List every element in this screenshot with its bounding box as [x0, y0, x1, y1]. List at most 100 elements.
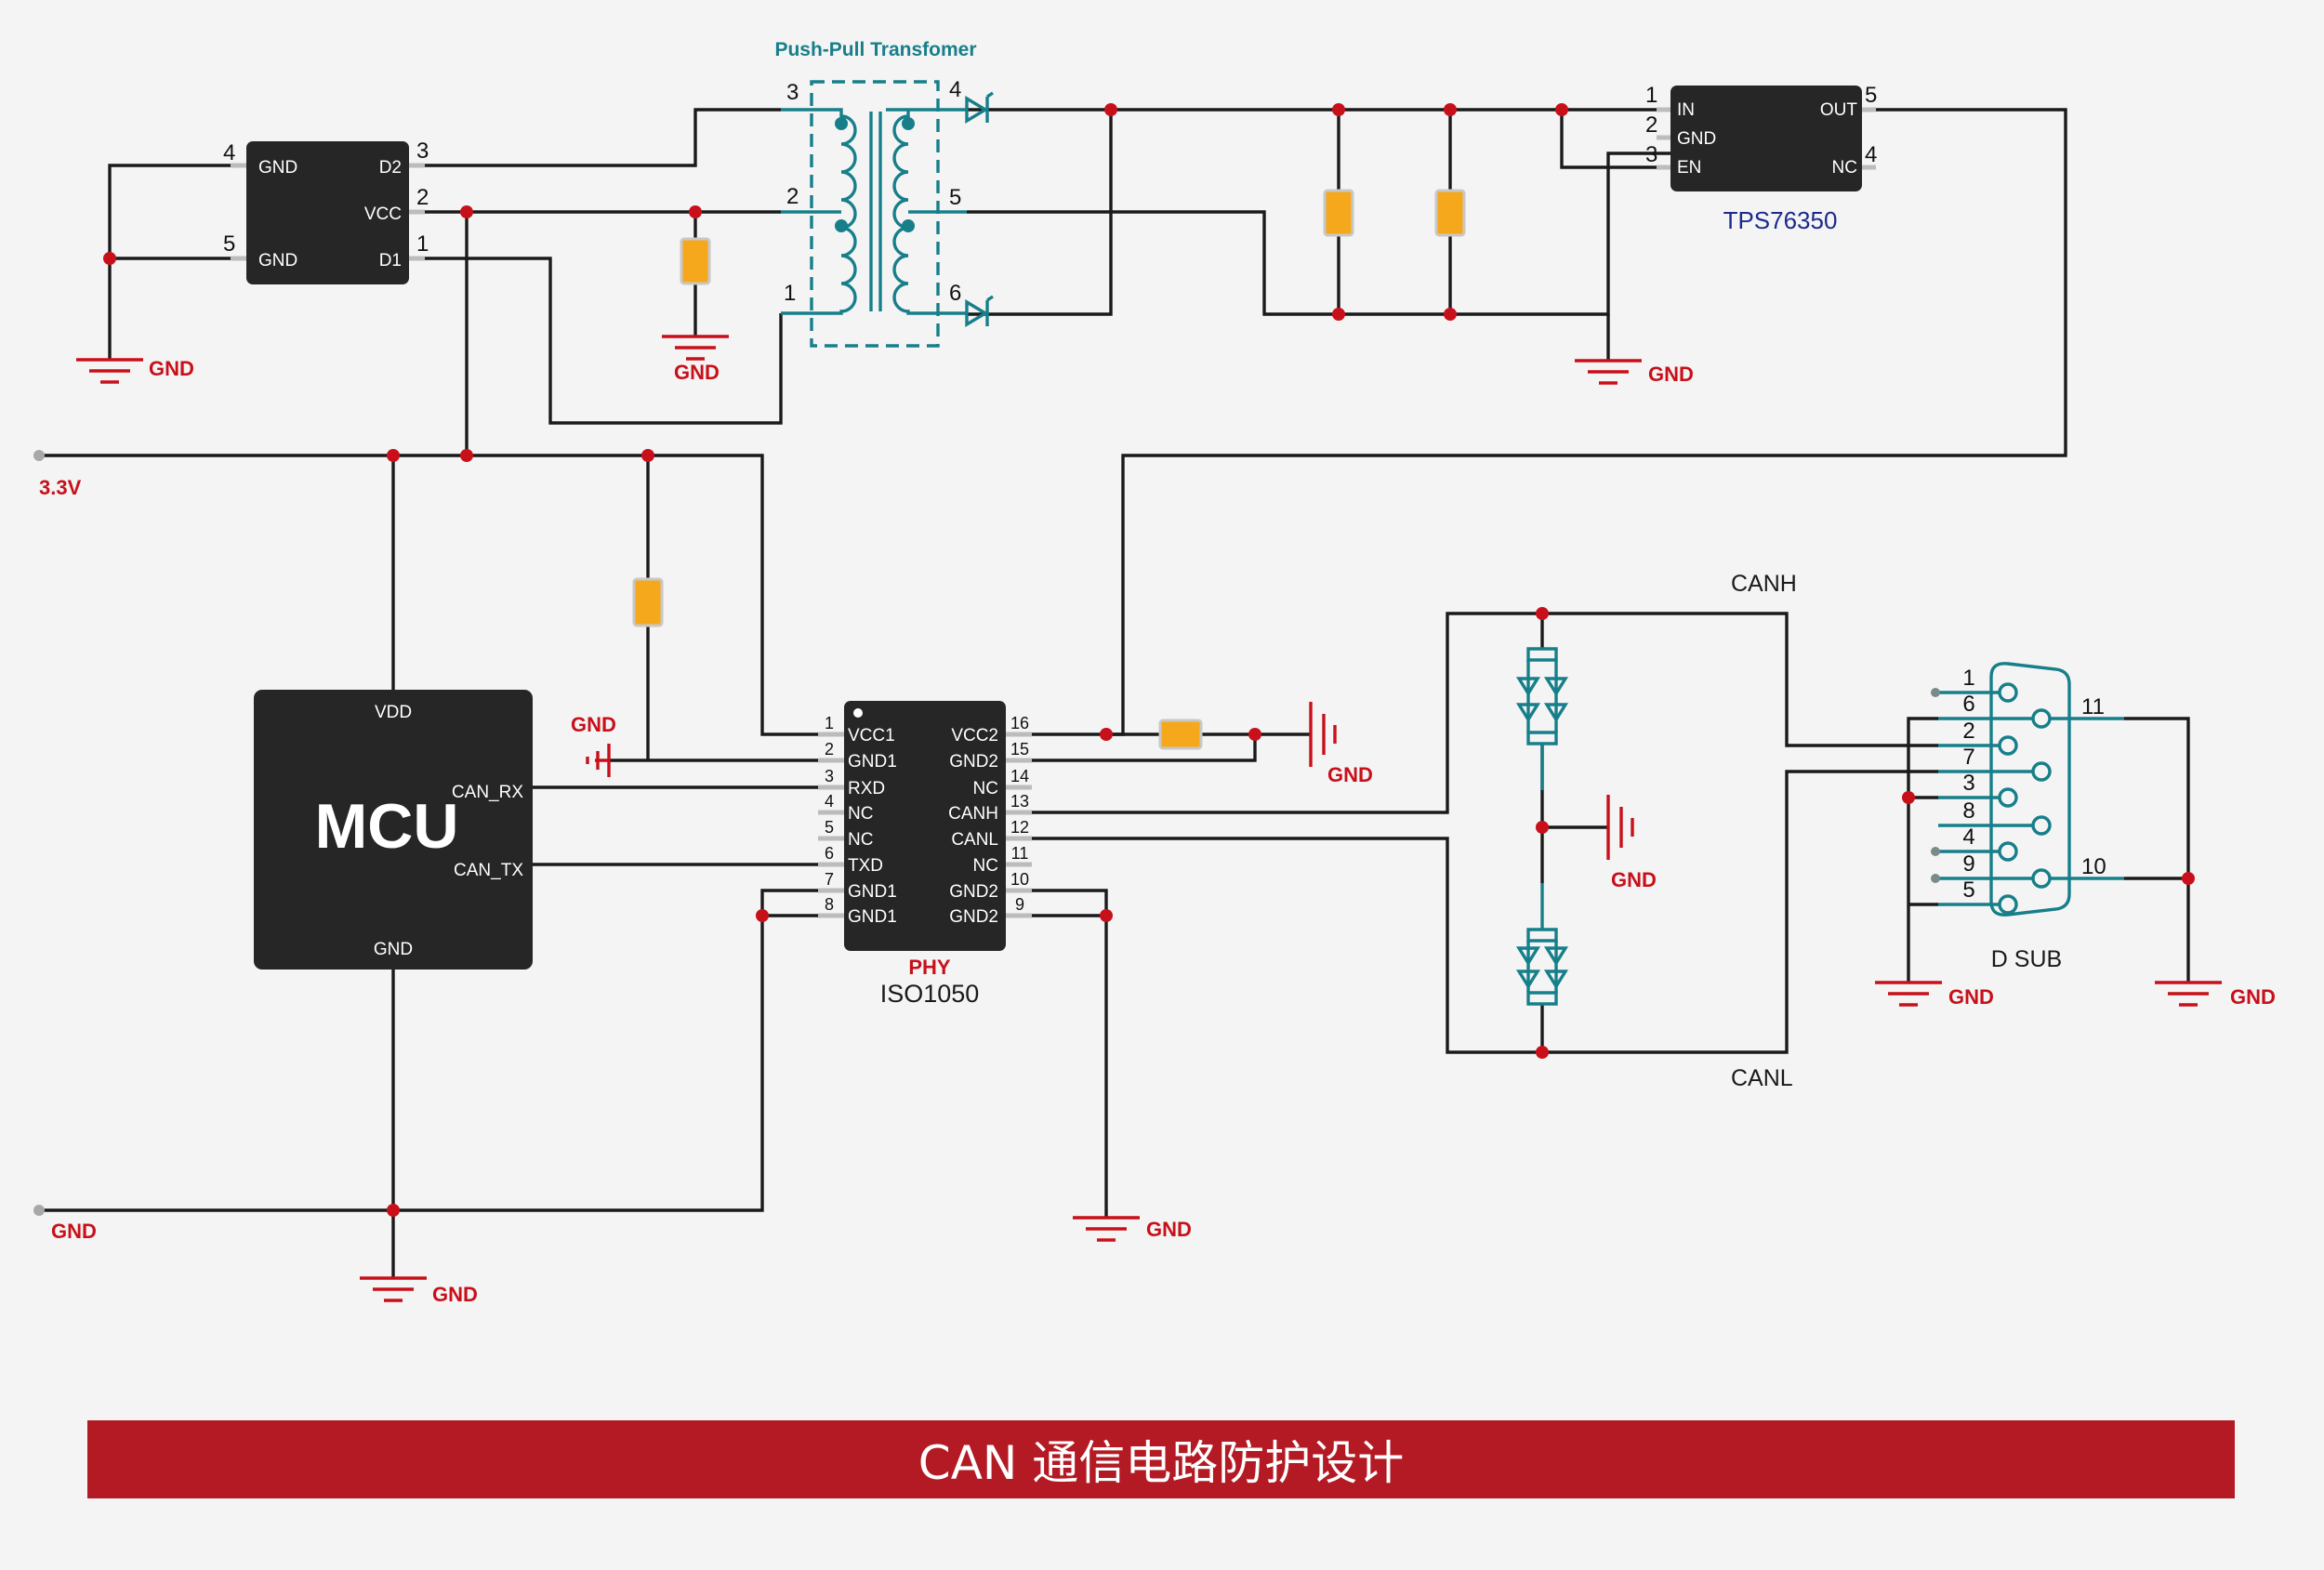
svg-text:GND: GND — [1146, 1218, 1192, 1241]
tx-pin-1: 1 — [784, 281, 796, 306]
d-sub-connector — [1931, 662, 2124, 917]
svg-text:3: 3 — [1645, 142, 1657, 167]
svg-text:GND: GND — [1648, 363, 1694, 386]
tx-pin-6: 6 — [949, 281, 961, 306]
driver-chip — [231, 141, 425, 284]
svg-text:1: 1 — [1645, 83, 1657, 108]
svg-text:4: 4 — [223, 140, 235, 165]
net-canh: CANH — [1731, 571, 1797, 597]
phy-name: ISO1050 — [880, 980, 980, 1008]
phy-pin-num: 9 — [1015, 895, 1024, 914]
mcu-pin-vdd: VDD — [375, 703, 412, 722]
push-pull-transformer — [781, 80, 994, 348]
dsub-pin-num: 2 — [1962, 719, 1974, 744]
page-title: CAN 通信电路防护设计 — [87, 1420, 2235, 1498]
dsub-pin-num: 4 — [1962, 825, 1974, 850]
labels: Push-Pull Transfomer 3 2 1 4 5 6 GND GND… — [39, 39, 2276, 1306]
dsub-pin-num: 1 — [1962, 666, 1974, 691]
svg-text:GND: GND — [674, 361, 720, 384]
mcu-pin-can-tx: CAN_TX — [454, 861, 523, 880]
phy-pin-num: 12 — [1010, 818, 1029, 837]
tx-pin-3: 3 — [786, 80, 799, 105]
ldo-chip — [1657, 86, 1876, 191]
svg-text:2: 2 — [416, 185, 429, 210]
ldo-pin-out: OUT — [1820, 100, 1858, 120]
dsub-pin-num: 5 — [1962, 877, 1974, 903]
phy-pin-num: 8 — [825, 895, 834, 914]
phy-pin-label: TXD — [848, 856, 883, 876]
mcu-pin-gnd: GND — [374, 940, 413, 959]
driver-pin-d2: D2 — [379, 158, 402, 178]
svg-text:11: 11 — [2081, 694, 2105, 719]
transformer-label: Push-Pull Transfomer — [774, 39, 976, 60]
svg-text:10: 10 — [2081, 854, 2106, 879]
driver-pin-vcc: VCC — [364, 204, 402, 224]
svg-text:GND: GND — [1948, 985, 1994, 1009]
phy-pin-num: 5 — [825, 818, 834, 837]
phy-pin-num: 14 — [1010, 767, 1029, 785]
phy-pin-num: 15 — [1010, 740, 1029, 759]
svg-text:GND: GND — [1611, 868, 1657, 891]
mcu-pin-can-rx: CAN_RX — [452, 783, 523, 802]
phy-chip — [818, 701, 1032, 951]
phy-pin-label: NC — [848, 830, 873, 850]
phy-pin-num: 10 — [1010, 870, 1029, 889]
phy-pin-num: 3 — [825, 767, 834, 785]
phy-pin-num: 13 — [1010, 792, 1029, 811]
tx-pin-4: 4 — [949, 77, 961, 102]
net-3v3: 3.3V — [39, 476, 82, 499]
phy-pin-num: 11 — [1011, 844, 1029, 863]
dsub-pin-num: 9 — [1962, 851, 1974, 877]
phy-pin-label: GND2 — [949, 752, 998, 772]
dsub-pin-num: 7 — [1962, 745, 1974, 770]
capacitors — [632, 189, 1466, 750]
phy-role: PHY — [908, 956, 951, 979]
phy-pin-label: VCC2 — [951, 726, 998, 745]
ldo-pin-en: EN — [1677, 158, 1701, 178]
phy-pin-label: RXD — [848, 779, 885, 798]
svg-text:4: 4 — [1865, 142, 1877, 167]
phy-pin-label: CANL — [951, 830, 998, 850]
svg-text:5: 5 — [1865, 83, 1877, 108]
phy-pin-label: NC — [848, 804, 873, 824]
svg-text:1: 1 — [416, 231, 429, 257]
svg-text:3: 3 — [416, 139, 429, 164]
phy-pin-label: GND1 — [848, 752, 897, 772]
phy-pin-num: 6 — [825, 844, 834, 863]
ground-symbols — [76, 335, 2222, 1302]
mcu-chip — [254, 690, 533, 970]
svg-text:GND: GND — [1327, 763, 1373, 786]
wires — [39, 108, 2190, 1278]
mcu-name: MCU — [315, 791, 459, 862]
junctions — [33, 103, 2195, 1217]
net-canl: CANL — [1731, 1065, 1793, 1091]
svg-text:5: 5 — [223, 231, 235, 257]
driver-pin-d1: D1 — [379, 251, 402, 270]
tx-pin-5: 5 — [949, 185, 961, 210]
phy-pin-label: NC — [973, 856, 998, 876]
phy-pin-label: GND1 — [848, 907, 897, 927]
protection-diodes — [1515, 647, 1569, 1006]
tx-pin-2: 2 — [786, 184, 799, 209]
dsub-pin-num: 8 — [1962, 798, 1974, 824]
svg-text:GND: GND — [571, 713, 616, 736]
phy-pin-label: GND2 — [949, 907, 998, 927]
phy-pin-num: 2 — [825, 740, 834, 759]
phy-pin-label: GND2 — [949, 882, 998, 902]
ldo-pin-in: IN — [1677, 100, 1695, 120]
phy-pin-label: VCC1 — [848, 726, 895, 745]
svg-text:GND: GND — [2230, 985, 2276, 1009]
phy-pin-label: GND1 — [848, 882, 897, 902]
ldo-name: TPS76350 — [1723, 206, 1838, 234]
phy-pin-label: NC — [973, 779, 998, 798]
svg-text:GND: GND — [432, 1283, 478, 1306]
phy-pin-label: CANH — [948, 804, 998, 824]
ldo-pin-nc: NC — [1832, 158, 1857, 178]
phy-pin-num: 7 — [825, 870, 834, 889]
phy-pin-num: 16 — [1010, 714, 1029, 732]
svg-text:2: 2 — [1645, 112, 1657, 138]
net-gnd-left: GND — [51, 1220, 97, 1243]
driver-pin-gnd5: GND — [258, 251, 297, 270]
phy-pin-num: 1 — [825, 714, 834, 732]
